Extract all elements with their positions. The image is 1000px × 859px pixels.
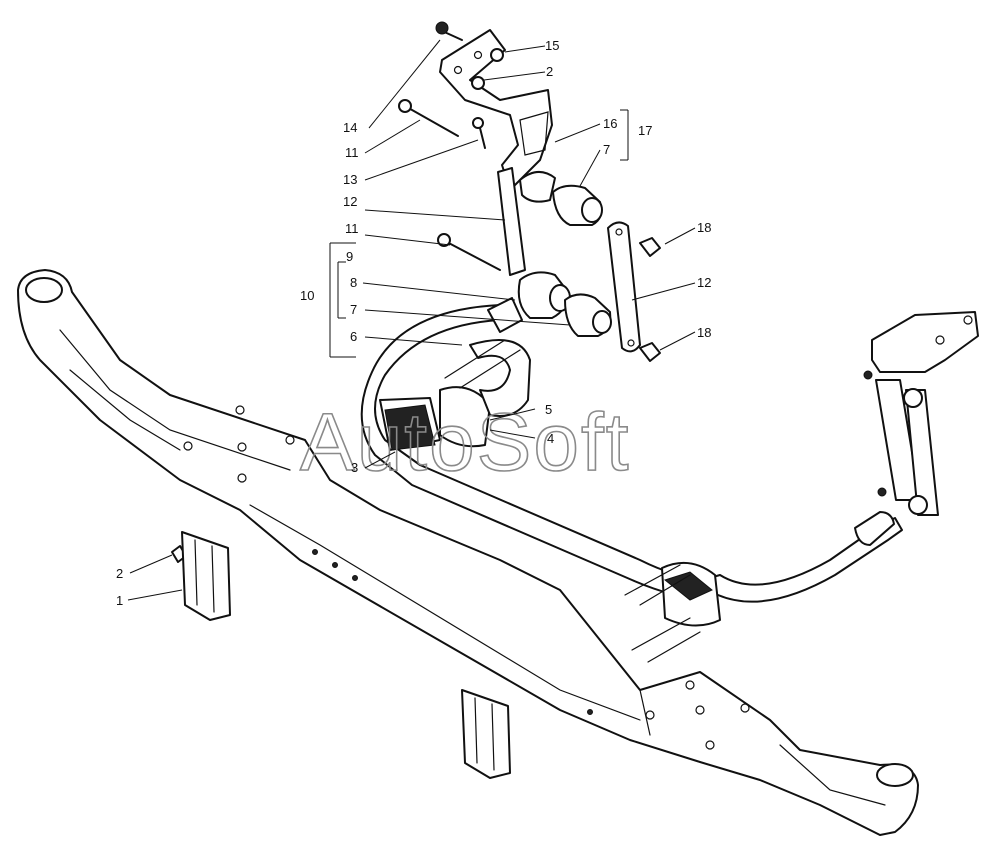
- callout-11-upper: 11: [345, 145, 359, 160]
- loose-link: [607, 221, 641, 353]
- callout-12-right: 12: [697, 275, 711, 290]
- callout-1: 1: [116, 593, 123, 608]
- callout-5: 5: [545, 402, 552, 417]
- callout-18-upper: 18: [697, 220, 711, 235]
- upper-bracket: [439, 29, 556, 276]
- left-bar-clamp: [379, 339, 531, 451]
- callout-labels: 14 11 13 15 2 16 17 7 12 11 9 8 10 7 6 1…: [116, 38, 711, 608]
- callout-9: 9: [346, 249, 353, 264]
- callout-8: 8: [350, 275, 357, 290]
- callout-12-left: 12: [343, 194, 357, 209]
- stabilizer-bar: [360, 304, 903, 603]
- loose-clamp-plate-bottom: [461, 689, 511, 779]
- callout-13: 13: [343, 172, 357, 187]
- front-axle-beam: [17, 269, 919, 836]
- callout-7-upper: 7: [603, 142, 610, 157]
- callout-6: 6: [350, 329, 357, 344]
- loose-clamp-plate-left: [181, 531, 231, 621]
- callout-2-upper: 2: [546, 64, 553, 79]
- right-link-assembly: [863, 311, 979, 516]
- right-bar-clamp: [624, 561, 721, 663]
- callout-2-lower: 2: [116, 566, 123, 581]
- leader-lines: [127, 39, 696, 601]
- callout-11-lower: 11: [345, 221, 359, 236]
- callout-14: 14: [343, 120, 357, 135]
- watermark: AutoSoft: [300, 397, 631, 488]
- callout-3: 3: [351, 460, 358, 475]
- callout-18-lower: 18: [697, 325, 711, 340]
- callout-17: 17: [638, 123, 652, 138]
- callout-16: 16: [603, 116, 617, 131]
- callout-7-lower: 7: [350, 302, 357, 317]
- bushings: [487, 184, 612, 337]
- callout-4: 4: [547, 431, 554, 446]
- callout-15: 15: [545, 38, 559, 53]
- callout-10: 10: [300, 288, 314, 303]
